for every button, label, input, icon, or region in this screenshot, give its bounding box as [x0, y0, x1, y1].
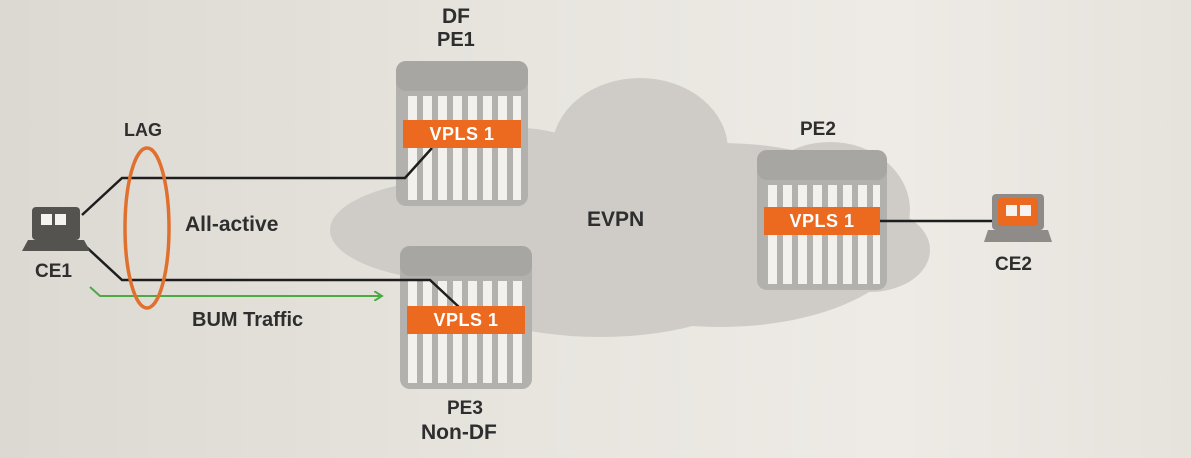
vpls-tag-pe3: VPLS 1	[407, 306, 525, 334]
label-pe3: PE3	[447, 398, 483, 419]
vpls-tag-pe1: VPLS 1	[403, 120, 521, 148]
ce1-computer-icon	[22, 207, 90, 251]
bum-arrow-icon	[89, 286, 381, 296]
label-lag: LAG	[124, 120, 162, 140]
label-pe2: PE2	[800, 119, 836, 140]
lag-ellipse-icon	[123, 146, 171, 310]
label-ce1: CE1	[35, 261, 72, 282]
link-ce1-pe3	[81, 242, 461, 309]
label-ce2: CE2	[995, 254, 1032, 275]
label-bum-traffic: BUM Traffic	[192, 309, 304, 331]
label-evpn: EVPN	[587, 208, 645, 231]
label-all-active: All-active	[185, 213, 279, 236]
vpls-tag-pe2: VPLS 1	[764, 207, 880, 235]
link-ce1-pe1	[81, 147, 433, 216]
label-non-df: Non-DF	[421, 421, 497, 444]
label-df: DF	[442, 5, 470, 28]
ce2-computer-icon	[984, 194, 1052, 242]
label-pe1: PE1	[437, 29, 475, 51]
